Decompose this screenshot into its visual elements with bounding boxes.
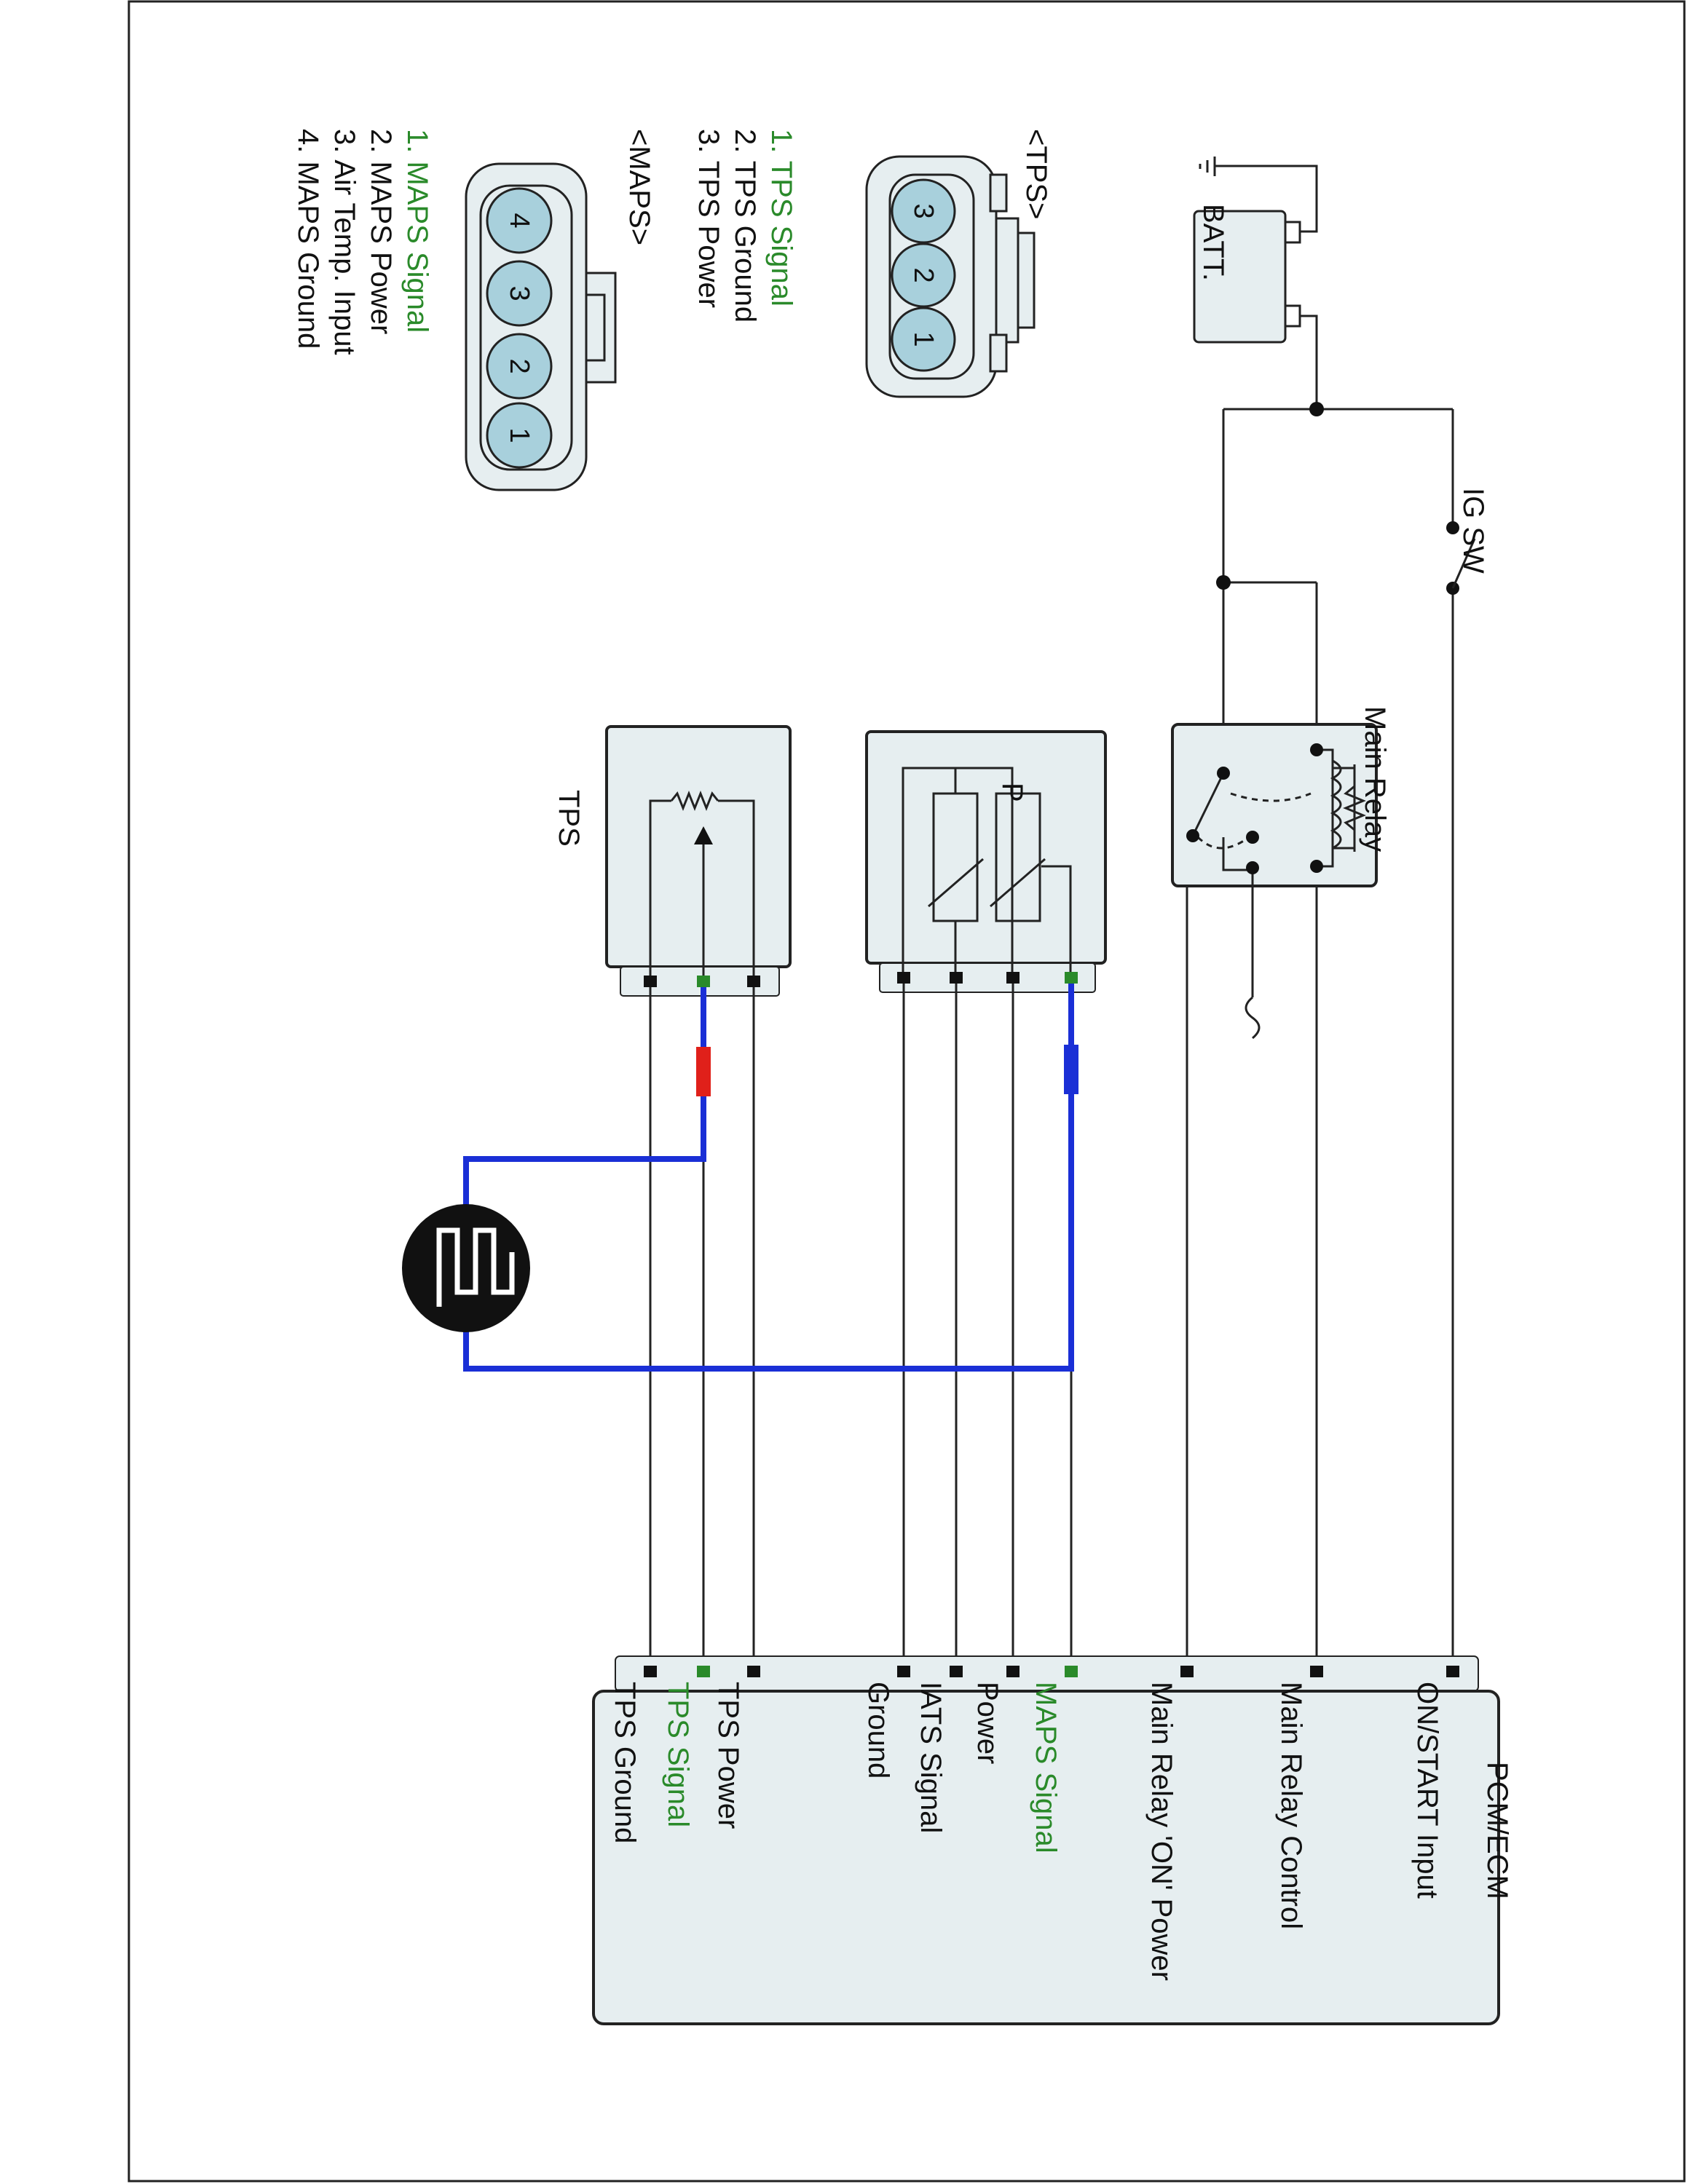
maps-pin-iats	[950, 972, 963, 984]
tps-connector-pin-label: 1. TPS Signal	[765, 129, 797, 306]
tps-connector-pin-number: 3	[908, 203, 939, 218]
pcm-pin-label: TPS Power	[712, 1682, 744, 1829]
sensor-wires	[649, 984, 1073, 1667]
maps-pin-power	[1006, 972, 1019, 984]
pcm-pin-maps-signal	[1065, 1666, 1078, 1677]
pcm-pin-iats-signal	[950, 1666, 963, 1677]
pcm-pin-label: TPS Ground	[609, 1682, 641, 1843]
maps-sensor: P	[865, 730, 1107, 993]
maps-pressure-symbol: P	[996, 783, 1028, 802]
pcm-pin-relay-control	[1310, 1666, 1323, 1677]
maps-connector-pin-label: 3. Air Temp. Input	[328, 129, 360, 355]
shield-splice-icon	[402, 1204, 530, 1332]
pcm-pin-label: Power	[971, 1682, 1003, 1764]
battery-label: BATT.	[1197, 204, 1229, 281]
maps-pin-ground	[897, 972, 910, 984]
pcm-pin-tps-signal	[697, 1666, 710, 1677]
multimeter-probe-wires	[463, 984, 1074, 1372]
ignition-switch[interactable]: IG SW	[1446, 488, 1489, 595]
tps-sensor-label: TPS	[553, 790, 585, 847]
red-probe[interactable]	[696, 1047, 711, 1096]
maps-connector-pin-number: 1	[504, 427, 535, 443]
page-border	[127, 0, 1686, 2183]
tps-pin-signal	[697, 976, 710, 987]
ignition-switch-label: IG SW	[1457, 488, 1489, 574]
main-relay-label: Main Relay	[1359, 706, 1391, 852]
tps-pin-power	[747, 976, 760, 987]
maps-connector: 4 3 2 1 <MAPS> 1. MAPS Signal 2. MAPS Po…	[292, 129, 655, 491]
battery-junction	[1309, 402, 1324, 416]
maps-connector-title: <MAPS>	[623, 129, 655, 245]
tps-connector-pin-label: 2. TPS Ground	[729, 129, 761, 323]
pcm-pin-label: TPS Signal	[662, 1682, 694, 1827]
maps-connector-pin-number: 4	[504, 213, 535, 228]
blue-probe[interactable]	[1064, 1045, 1078, 1094]
pcm-pin-label: ON/START Input	[1411, 1682, 1443, 1899]
pcm-pin-tps-ground	[644, 1666, 657, 1677]
tps-connector-title: <TPS>	[1020, 129, 1052, 220]
maps-connector-pin-number: 2	[504, 358, 535, 373]
pcm-pin-label: MAPS Signal	[1030, 1682, 1062, 1853]
pcm-pin-tps-power	[747, 1666, 760, 1677]
tps-sensor: TPS	[553, 725, 792, 997]
maps-pin-signal	[1065, 972, 1078, 984]
power-wiring	[1186, 314, 1454, 1674]
pcm-pin-label: IATS Signal	[915, 1682, 947, 1833]
pcm-pin-ground	[897, 1666, 910, 1677]
tps-connector: 3 2 1 <TPS> 1. TPS Signal 2. TPS Ground …	[693, 129, 1052, 398]
pcm-pin-power	[1006, 1666, 1019, 1677]
pcm-pin-label: Ground	[862, 1682, 894, 1779]
relay-feed-junction	[1216, 575, 1231, 590]
pcm-pin-on-start	[1446, 1666, 1459, 1677]
pcm-title: PCM/ECM	[1481, 1762, 1513, 1899]
maps-connector-pin-label: 1. MAPS Signal	[401, 129, 433, 333]
tps-connector-pin-number: 2	[908, 267, 939, 282]
pcm-ecm: PCM/ECM ON/START Input Main Relay Contro…	[592, 1655, 1513, 2025]
pcm-pin-label: Main Relay Control	[1275, 1682, 1307, 1929]
maps-connector-pin-label: 2. MAPS Power	[365, 129, 397, 334]
tps-wiper-arrow	[694, 826, 713, 844]
maps-connector-pin-label: 4. MAPS Ground	[292, 129, 324, 349]
ground-symbol	[1199, 157, 1318, 233]
pcm-pin-relay-on-power	[1180, 1666, 1194, 1677]
maps-connector-pin-number: 3	[504, 285, 535, 301]
tps-connector-pin-number: 1	[908, 331, 939, 347]
pcm-pin-label: Main Relay 'ON' Power	[1145, 1682, 1178, 1981]
tps-pin-ground	[644, 976, 657, 987]
battery: BATT.	[1193, 204, 1301, 344]
tps-connector-pin-label: 3. TPS Power	[693, 129, 725, 308]
main-relay: Main Relay	[1171, 706, 1391, 1040]
